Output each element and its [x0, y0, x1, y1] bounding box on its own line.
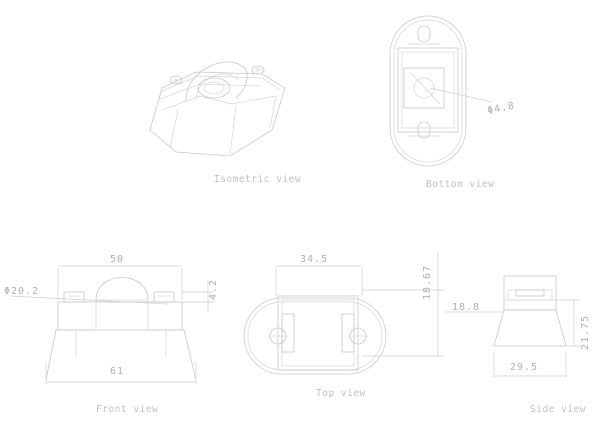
caption-isometric-view: Isometric view [214, 174, 301, 185]
dim-front-width-top: 50 [110, 254, 124, 265]
dim-bottom-hole: Φ4.8 [486, 100, 516, 117]
dim-top-height: 18.67 [422, 265, 433, 300]
bottom-view [389, 15, 493, 167]
top-view [243, 252, 444, 375]
dim-front-diameter: Φ20.2 [4, 286, 39, 297]
caption-top-view: Top view [316, 388, 366, 399]
dim-side-base: 29.5 [510, 362, 538, 373]
dim-front-width-base: 61 [110, 366, 124, 377]
dim-side-left: 18.8 [452, 302, 480, 313]
side-view [446, 275, 580, 378]
caption-side-view: Side view [530, 404, 586, 415]
front-view [9, 265, 214, 384]
dim-side-height: 21.75 [580, 315, 591, 350]
dim-front-height: 4.2 [208, 279, 219, 300]
dim-top-width: 34.5 [300, 254, 328, 265]
caption-bottom-view: Bottom view [426, 179, 494, 190]
caption-front-view: Front view [96, 404, 158, 415]
isometric-view [149, 61, 286, 157]
